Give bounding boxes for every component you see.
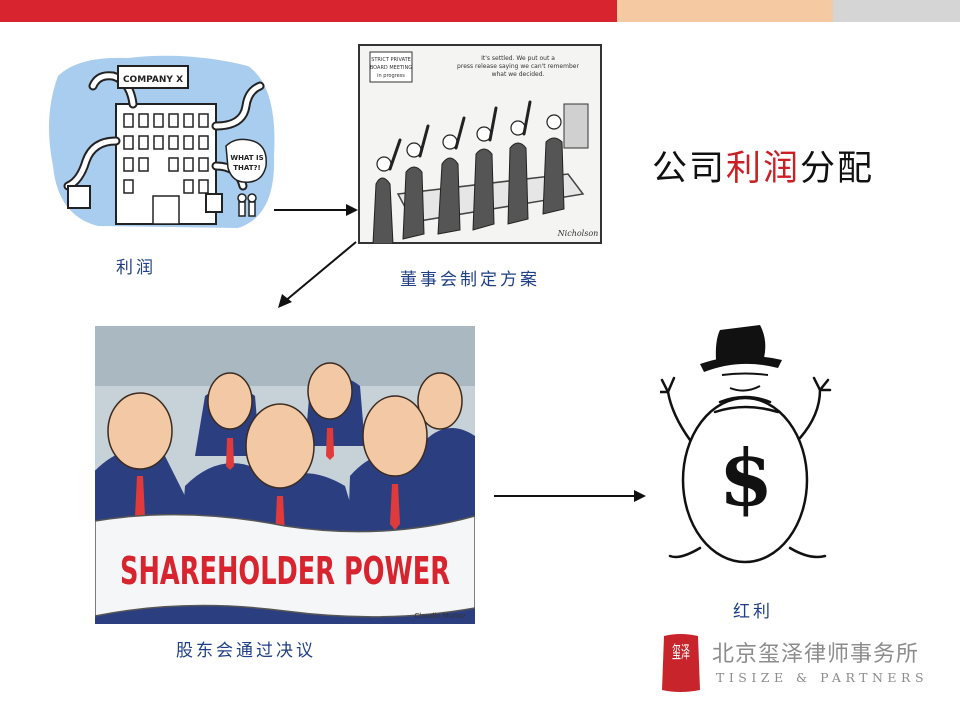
svg-text:STRICT PRIVATE: STRICT PRIVATE [371,57,411,63]
arrow-profit-to-board [274,204,358,216]
svg-text:Claudio Munoz: Claudio Munoz [414,612,466,620]
building-sign-text: COMPANY X [123,75,183,85]
svg-text:in progress: in progress [377,73,405,79]
dividend-money-bag-image: $ [660,325,832,564]
firm-seal-text: 玺泽 [672,643,690,663]
firm-seal-icon: 玺泽 [662,634,700,692]
caption-board-plan: 董事会制定方案 [400,270,540,290]
arrow-board-to-shareholders [278,241,357,308]
title-part-highlight: 利润 [726,149,801,189]
profit-cartoon-image: COMPANY X WHAT IS THAT?! [49,55,275,228]
shareholder-power-cartoon-image: SHAREHOLDER POWER Claudio Munoz [95,326,475,624]
top-bar-gray [833,0,960,22]
firm-name-cn: 北京玺泽律师事务所 [712,642,920,667]
svg-text:Nicholson: Nicholson [557,229,599,238]
svg-text:THAT?!: THAT?! [233,164,261,172]
svg-text:press release saying we can't: press release saying we can't remember [457,63,579,70]
firm-logo: 玺泽 北京玺泽律师事务所 TISIZE & PARTNERS [660,630,950,696]
svg-text:It's settled. We put out a: It's settled. We put out a [481,55,555,62]
caption-profit: 利润 [116,258,156,278]
slide-title: 公司利润分配 [652,140,874,191]
banner-text: SHAREHOLDER POWER [120,549,450,593]
arrow-shareholders-to-dividend [494,490,646,502]
title-part-3: 分配 [800,149,875,189]
svg-text:WHAT IS: WHAT IS [230,154,263,162]
svg-text:what we decided.: what we decided. [492,71,545,78]
svg-text:BOARD MEETING: BOARD MEETING [370,65,412,71]
caption-dividend: 红利 [733,602,773,622]
top-bar-peach [617,0,833,22]
board-meeting-cartoon-image: STRICT PRIVATE BOARD MEETING in progress… [358,44,602,244]
top-bar-red [0,0,617,22]
dollar-sign: $ [719,433,773,524]
firm-name-en: TISIZE & PARTNERS [716,670,929,685]
title-part-1: 公司 [652,149,727,189]
caption-shareholder-resolution: 股东会通过决议 [176,641,316,661]
